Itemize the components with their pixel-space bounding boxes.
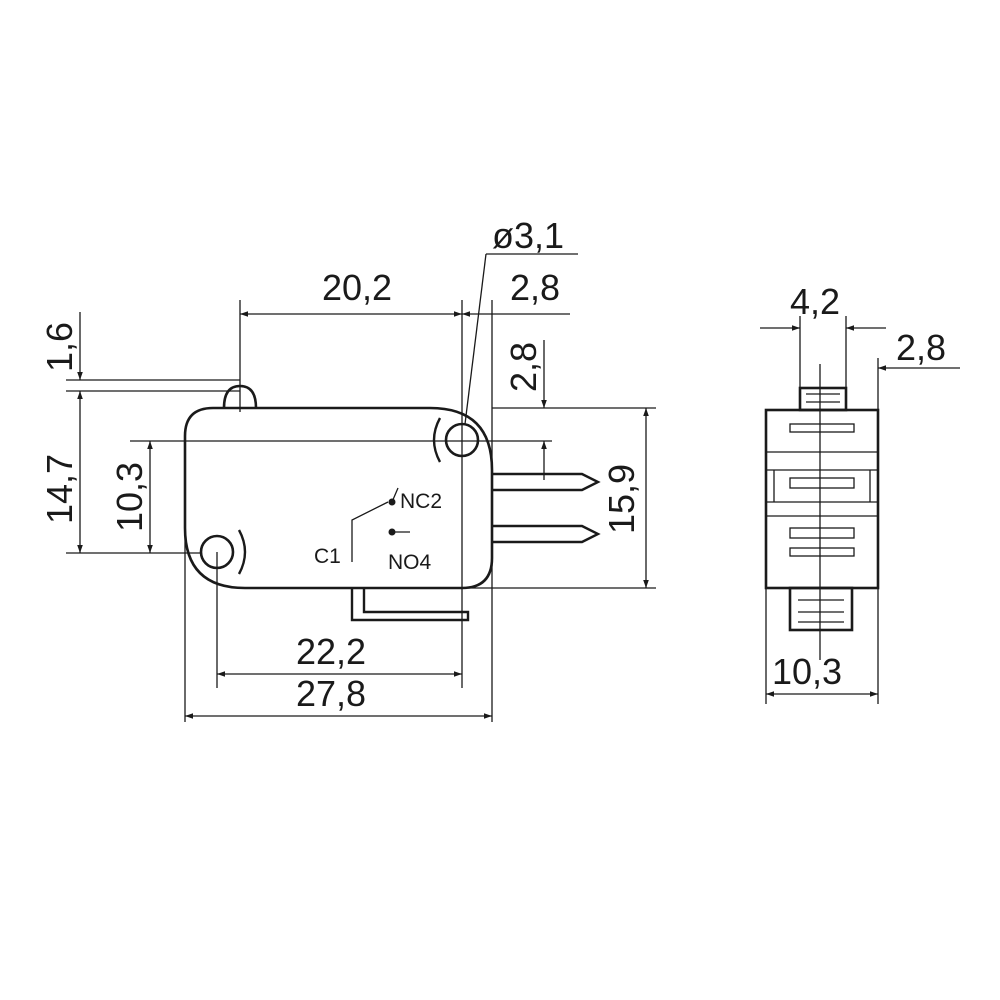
contact-schematic bbox=[351, 487, 410, 562]
dim-height-total: 14,7 bbox=[39, 454, 80, 524]
dim-height-right: 15,9 bbox=[601, 464, 642, 534]
dim-body-width: 10,3 bbox=[772, 651, 842, 692]
label-c1: C1 bbox=[314, 545, 341, 568]
dim-width-bottom-outer: 27,8 bbox=[296, 673, 366, 714]
terminal-common bbox=[350, 588, 470, 622]
dim-width-bottom-inner: 22,2 bbox=[296, 631, 366, 672]
terminal-no bbox=[492, 524, 601, 544]
dim-offset-vertical: 2,8 bbox=[503, 342, 544, 392]
dim-height-mid: 10,3 bbox=[109, 462, 150, 532]
dim-lever-height: 1,6 bbox=[39, 322, 80, 372]
hole-boss-upper bbox=[432, 417, 442, 463]
dim-width-top: 20,2 bbox=[322, 267, 392, 308]
dim-hole-diameter: ø3,1 bbox=[492, 215, 564, 256]
dim-actuator-width: 4,2 bbox=[790, 281, 840, 322]
label-nc2: NC2 bbox=[400, 490, 442, 513]
dim-offset-right: 2,8 bbox=[510, 267, 560, 308]
side-actuator bbox=[798, 386, 848, 412]
side-body bbox=[764, 408, 880, 590]
label-no4: NO4 bbox=[388, 551, 432, 574]
front-view: C1 NC2 NO4 ø3,1 20,2 2,8 2,8 1,6 14 bbox=[39, 215, 656, 722]
terminal-nc bbox=[492, 472, 601, 492]
hole-boss-lower bbox=[237, 529, 247, 575]
side-terminals bbox=[788, 586, 854, 632]
dim-actuator-offset: 2,8 bbox=[896, 327, 946, 368]
side-view: 4,2 2,8 10,3 bbox=[760, 281, 960, 704]
